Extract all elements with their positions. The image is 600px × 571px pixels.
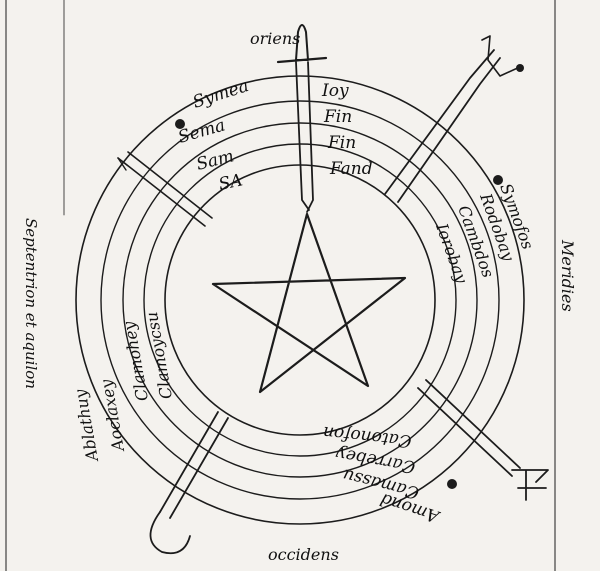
label-north: Septentrion et aquilon <box>22 218 40 389</box>
pentagram <box>211 212 407 394</box>
ul-dot-icon <box>175 119 185 129</box>
ring-inner <box>164 164 436 436</box>
top-sword-icon <box>276 24 328 213</box>
concentric-rings <box>75 75 525 525</box>
ring-outer <box>75 75 525 525</box>
lower-right-trident-icon <box>417 379 549 501</box>
ur-name-1: Fin <box>323 107 352 127</box>
ul-name-2: Sam <box>194 146 236 175</box>
upper-left-names: Symea Sema Sam SA <box>175 76 251 195</box>
r-dot-icon <box>493 175 503 185</box>
label-north-group: Septentrion et aquilon <box>22 218 40 389</box>
upper-left-wand-icon <box>117 151 213 227</box>
lower-right-names: Amond Camassu Carrebey Catonofon <box>322 422 457 527</box>
ring-4 <box>143 143 457 457</box>
ul-name-3: SA <box>217 170 245 195</box>
lr-dot-icon <box>447 479 457 489</box>
label-west: occidens <box>268 545 339 564</box>
label-south: Meridies <box>558 239 577 312</box>
ur-name-0: Ioy <box>321 81 349 101</box>
upper-right-names: Ioy Fin Fin Fand <box>321 81 373 179</box>
lower-left-crook-icon <box>149 411 229 555</box>
ul-name-0: Symea <box>190 76 251 113</box>
lr-name-3: Catonofon <box>322 422 412 451</box>
l-name-1: Aoclaxey <box>97 377 129 454</box>
l-name-0: Ablathuy <box>70 387 102 465</box>
ring-3 <box>122 122 478 478</box>
ur-name-3: Fand <box>329 159 373 179</box>
upper-right-wand-icon <box>384 35 524 203</box>
label-east: oriens <box>250 29 300 48</box>
ur-name-2: Fin <box>327 133 356 153</box>
ring-2 <box>100 100 500 500</box>
